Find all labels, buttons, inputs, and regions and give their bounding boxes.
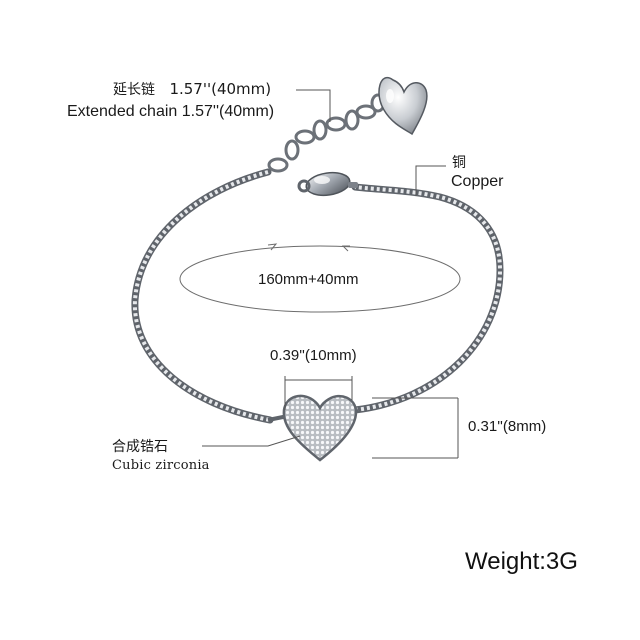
cz-heart-charm-icon [267,394,359,462]
width-dimension-label: 0.39''(10mm) [270,347,357,364]
extended-chain-cn-text: 延长链 [113,82,155,98]
material-label-cn: 铜 [452,155,466,171]
extended-chain-label-en: Extended chain 1.57''(40mm) [67,103,275,120]
extended-chain-label-cn: 延长链 1.57''(40mm) [113,80,272,98]
size-ring-diagram [179,243,461,313]
height-dimension-label: 0.31''(8mm) [468,418,547,435]
stone-label-cn: 合成锆石 [112,439,168,455]
stone-label-en: Cubic zirconia [112,458,210,473]
extended-chain-cn-size: 1.57''(40mm) [169,80,272,98]
weight-label: Weight:3G [465,548,578,575]
dimension-lines [202,89,459,459]
lobster-clasp-icon [297,171,358,197]
size-ring-label: 160mm+40mm [258,271,359,288]
material-label-en: Copper [451,173,504,190]
extension-chain [267,93,386,173]
heart-pendant-icon [378,77,428,136]
bracelet-chain [131,168,504,424]
